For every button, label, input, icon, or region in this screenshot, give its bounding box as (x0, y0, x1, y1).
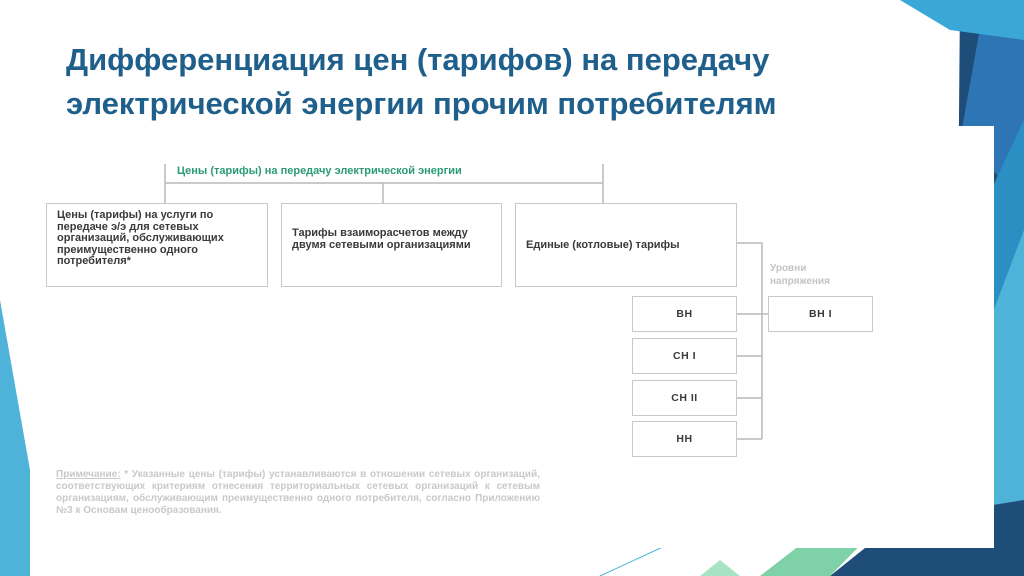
level-box-nn: НН (632, 421, 737, 457)
box-unified-tariffs-text: Единые (котловые) тарифы (526, 239, 680, 251)
diagram-root-label: Цены (тарифы) на передачу электрической … (177, 165, 462, 177)
slide-title: Дифференциация цен (тарифов) на передачу… (66, 38, 926, 126)
level-box-sn1: СН I (632, 338, 737, 374)
box-network-services: Цены (тарифы) на услуги по передаче э/э … (46, 203, 268, 287)
content-panel (30, 126, 994, 548)
footnote: Примечание: * Указанные цены (тарифы) ус… (56, 469, 540, 517)
box-network-services-text: Цены (тарифы) на услуги по передаче э/э … (57, 209, 224, 267)
slide-title-line2: электрической энергии прочим потребителя… (66, 86, 777, 121)
level-box-vn: ВН (632, 296, 737, 332)
footnote-label: Примечание: (56, 469, 121, 480)
slide-title-line1: Дифференциация цен (тарифов) на передачу (66, 42, 770, 77)
voltage-levels-label-line1: Уровни (770, 263, 807, 274)
voltage-levels-label: Уровни напряжения (770, 262, 830, 288)
level-box-sn2: СН II (632, 380, 737, 416)
box-unified-tariffs: Единые (котловые) тарифы (515, 203, 737, 287)
decor-bottom-green-small (700, 560, 740, 576)
decor-bottom-line (599, 545, 666, 576)
decor-top-light-stripe (900, 0, 1024, 40)
footnote-text: * Указанные цены (тарифы) устанавливаютс… (56, 469, 540, 516)
box-mutual-settlements-text: Тарифы взаиморасчетов между двумя сетевы… (292, 227, 471, 251)
level-box-vn1: ВН I (768, 296, 873, 332)
box-mutual-settlements: Тарифы взаиморасчетов между двумя сетевы… (281, 203, 502, 287)
voltage-levels-label-line2: напряжения (770, 276, 830, 287)
decor-left-stripe (0, 300, 30, 576)
